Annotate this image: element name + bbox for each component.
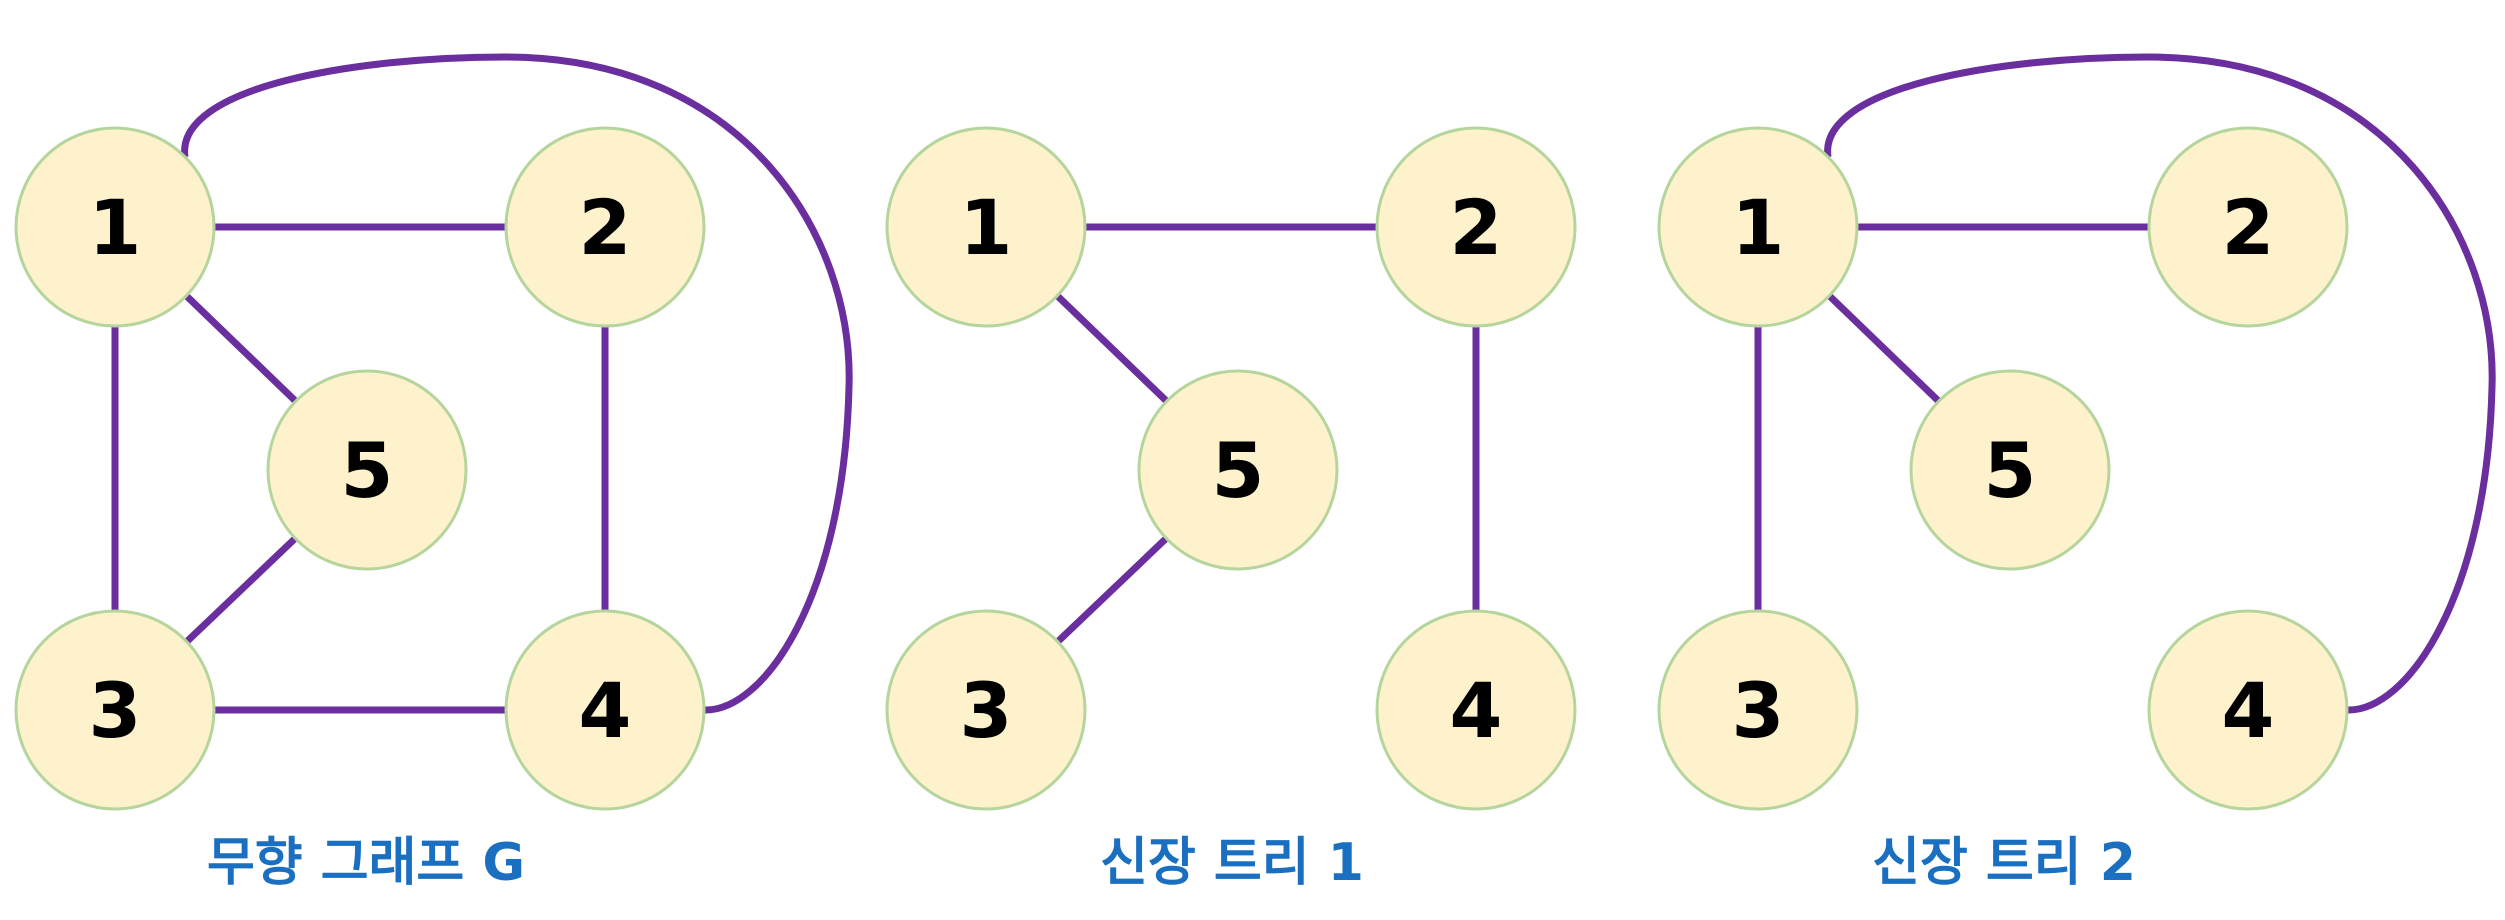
spanning-tree-1-node-5: 5 xyxy=(1137,369,1339,571)
spanning-tree-2-node-5: 5 xyxy=(1909,369,2111,571)
spanning-tree-2-node-4-circle xyxy=(2147,609,2349,811)
spanning-tree-1-node-3-circle xyxy=(885,609,1087,811)
graph-g-node-5-label: 5 xyxy=(341,426,394,515)
graph-g-node-4: 4 xyxy=(504,609,706,811)
spanning-tree-2-edge-1-5 xyxy=(1826,293,1942,404)
graph-g-edge-1-5 xyxy=(183,293,299,404)
spanning-tree-1-node-4-circle xyxy=(1375,609,1577,811)
spanning-tree-1-node-1: 1 xyxy=(885,126,1087,328)
graph-g-node-1-label: 1 xyxy=(89,183,142,272)
spanning-tree-1-node-3: 3 xyxy=(885,609,1087,811)
graph-g-node-4-circle xyxy=(504,609,706,811)
caption-spanning-tree-2: 신장 트리 2 xyxy=(1872,833,2136,893)
spanning-tree-2-node-5-circle xyxy=(1909,369,2111,571)
spanning-tree-1-node-3-label: 3 xyxy=(960,666,1013,755)
spanning-tree-1-node-1-circle xyxy=(885,126,1087,328)
spanning-tree-2-edge-1-4 xyxy=(1824,53,2496,714)
spanning-tree-1-node-2-label: 2 xyxy=(1450,183,1503,272)
spanning-tree-2-node-1-label: 1 xyxy=(1732,183,1785,272)
graph-g-node-3: 3 xyxy=(14,609,216,811)
spanning-tree-1-node-5-label: 5 xyxy=(1212,426,1265,515)
spanning-tree-1-node-1-label: 1 xyxy=(960,183,1013,272)
spanning-tree-1-edge-1-5 xyxy=(1054,293,1170,404)
graph-g-node-2: 2 xyxy=(504,126,706,328)
graph-g-node-1: 1 xyxy=(14,126,216,328)
caption-spanning-tree-1: 신장 트리 1 xyxy=(1100,833,1364,893)
spanning-tree-2-node-4-label: 4 xyxy=(2222,666,2275,755)
spanning-tree-2-node-3-label: 3 xyxy=(1732,666,1785,755)
graph-g-node-2-circle xyxy=(504,126,706,328)
spanning-tree-1-node-2: 2 xyxy=(1375,126,1577,328)
spanning-tree-1-node-4: 4 xyxy=(1375,609,1577,811)
spanning-tree-1-edge-3-5 xyxy=(1055,535,1169,645)
nodes-layer: 1 2 3 4 5 1 2 3 4 5 1 2 3 4 5 xyxy=(14,126,2349,811)
caption-graph-g: 무향 그래프 G xyxy=(207,833,525,893)
graph-g-node-4-label: 4 xyxy=(579,666,632,755)
spanning-tree-2-node-2-circle xyxy=(2147,126,2349,328)
graph-g-edge-1-4 xyxy=(181,53,853,714)
spanning-tree-1-node-5-circle xyxy=(1137,369,1339,571)
graph-g-node-5: 5 xyxy=(266,369,468,571)
graph-g-node-3-circle xyxy=(14,609,216,811)
edges-layer xyxy=(111,53,2496,714)
captions-layer: 무향 그래프 G 신장 트리 1 신장 트리 2 xyxy=(207,833,2136,893)
spanning-tree-2-node-5-label: 5 xyxy=(1984,426,2037,515)
spanning-tree-2-node-3: 3 xyxy=(1657,609,1859,811)
spanning-tree-2-node-1: 1 xyxy=(1657,126,1859,328)
spanning-tree-1-node-2-circle xyxy=(1375,126,1577,328)
spanning-tree-2-node-2: 2 xyxy=(2147,126,2349,328)
graph-g-node-5-circle xyxy=(266,369,468,571)
graph-g-node-2-label: 2 xyxy=(579,183,632,272)
spanning-tree-2-node-3-circle xyxy=(1657,609,1859,811)
spanning-tree-2-node-4: 4 xyxy=(2147,609,2349,811)
graph-g-node-3-label: 3 xyxy=(89,666,142,755)
spanning-tree-2-node-2-label: 2 xyxy=(2222,183,2275,272)
graph-g-node-1-circle xyxy=(14,126,216,328)
spanning-tree-2-node-1-circle xyxy=(1657,126,1859,328)
graph-g-edge-3-5 xyxy=(184,535,298,645)
spanning-tree-1-node-4-label: 4 xyxy=(1450,666,1503,755)
